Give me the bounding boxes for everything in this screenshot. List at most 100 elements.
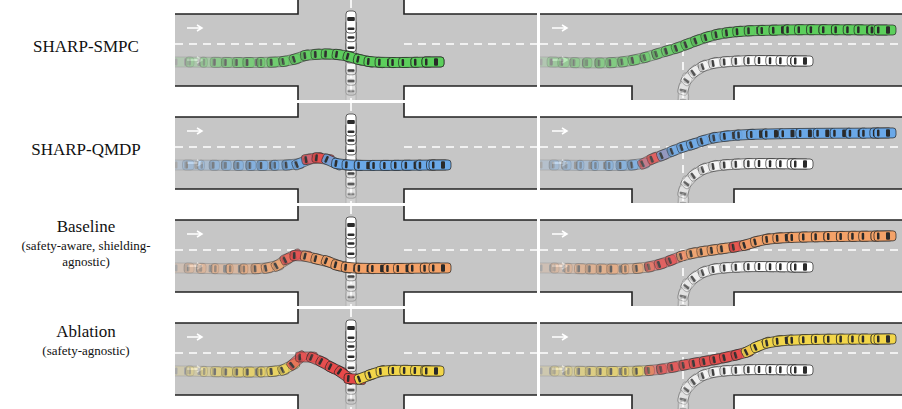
car-rear-window — [765, 131, 768, 138]
car-rear-window — [690, 378, 696, 385]
car-rear-window — [333, 261, 337, 268]
car-rear-window — [425, 59, 428, 66]
car-rear-window — [260, 368, 263, 375]
car-rear-window — [642, 54, 646, 61]
car-rear-window — [827, 233, 830, 240]
car-rear-window — [700, 63, 704, 70]
road-edge — [175, 0, 537, 100]
car-rear-window — [280, 366, 285, 373]
car-rear-window — [690, 172, 696, 179]
car — [346, 217, 356, 239]
scene-panel — [537, 309, 902, 409]
car-rear-window — [298, 353, 301, 360]
lane-arrow — [187, 25, 202, 31]
car-body — [346, 320, 356, 342]
car-rear-window — [391, 59, 394, 66]
car-body — [791, 262, 813, 272]
car-rear-window — [758, 263, 761, 270]
car-rear-window — [425, 59, 428, 66]
road-edge — [540, 323, 902, 409]
panel-content — [175, 206, 537, 306]
car-rear-window — [669, 148, 674, 155]
curb-block — [404, 309, 537, 323]
car-windshield — [790, 130, 794, 138]
curb-block — [175, 86, 298, 100]
curb-block — [540, 309, 902, 323]
car-rear-window — [769, 160, 772, 167]
car-rear-window — [689, 141, 694, 148]
road-surface — [175, 309, 537, 409]
car-rear-window — [810, 26, 813, 33]
car-rear-window — [383, 162, 386, 169]
car-rear-window — [679, 144, 683, 151]
car-rear-window — [690, 275, 696, 282]
car-windshield — [441, 264, 445, 272]
car-rear-window — [674, 45, 679, 52]
car-rear-window — [712, 134, 716, 141]
car-rear-window — [371, 265, 374, 272]
car-rear-window — [432, 162, 435, 169]
car-rear-window — [679, 191, 686, 196]
road-edge — [175, 309, 537, 409]
lane-arrow — [187, 334, 202, 340]
car-windshield — [347, 17, 355, 21]
car-rear-window — [348, 242, 355, 245]
car-rear-window — [567, 265, 570, 272]
road-surface — [540, 0, 902, 100]
method-note: (safety-agnostic) — [11, 343, 161, 359]
curb-block — [404, 189, 537, 203]
panel-content — [540, 206, 902, 306]
car-rear-window — [335, 51, 339, 58]
car-rear-window — [396, 265, 399, 272]
car-rear-window — [871, 26, 874, 33]
car-rear-window — [693, 37, 698, 44]
road-edge — [175, 206, 537, 306]
car — [791, 365, 813, 375]
car-rear-window — [679, 253, 683, 260]
scene-panel — [537, 206, 902, 321]
car-windshield — [886, 129, 890, 137]
car-rear-window — [273, 262, 279, 269]
car-rear-window — [733, 351, 737, 358]
car-rear-window — [802, 336, 805, 343]
car-rear-window — [309, 354, 314, 361]
car-rear-window — [877, 336, 880, 343]
car-rear-window — [659, 152, 664, 159]
car-rear-window — [588, 265, 591, 272]
car-rear-window — [609, 59, 612, 66]
car-rear-window — [736, 28, 739, 35]
panel-content — [540, 103, 902, 203]
car — [346, 320, 356, 342]
car-rear-window — [318, 358, 324, 365]
car-rear-window — [723, 264, 726, 271]
car-rear-window — [814, 336, 817, 343]
car — [346, 11, 356, 33]
car-rear-window — [679, 99, 686, 100]
car-rear-window — [799, 130, 802, 137]
car-body — [422, 57, 444, 67]
curb-block — [175, 395, 298, 409]
method-name: Ablation — [6, 322, 166, 342]
car-rear-window — [862, 233, 865, 240]
car-rear-window — [794, 263, 797, 270]
car-rear-window — [608, 162, 611, 169]
car-rear-window — [357, 162, 360, 169]
car-rear-window — [790, 234, 793, 241]
car-rear-window — [260, 59, 263, 66]
car-rear-window — [769, 57, 772, 64]
car-rear-window — [814, 233, 817, 240]
car-rear-window — [712, 356, 716, 363]
car-rear-window — [723, 133, 726, 140]
car-rear-window — [846, 26, 849, 33]
car-rear-window — [700, 372, 704, 379]
curb-block — [175, 309, 298, 323]
car-rear-window — [282, 256, 287, 263]
car-rear-window — [540, 367, 543, 374]
car-rear-window — [372, 162, 375, 169]
car-rear-window — [758, 366, 761, 373]
car-rear-window — [348, 296, 355, 299]
scene-panel — [172, 103, 537, 210]
car-rear-window — [779, 263, 782, 270]
car-rear-window — [714, 31, 718, 38]
